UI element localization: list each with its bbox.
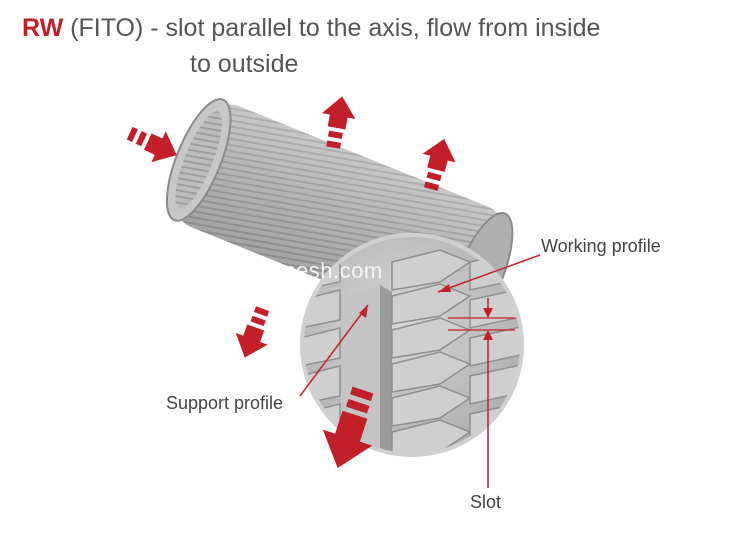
- flow-arrow-out-top-right: [422, 138, 456, 191]
- callout-working-profile: [437, 254, 541, 293]
- label-support-profile: Support profile: [166, 393, 284, 413]
- flow-arrow-out-large: [322, 386, 374, 469]
- callout-slot: [448, 298, 515, 488]
- flow-arrow-out-top-left: [321, 96, 356, 149]
- title-text: (FITO) - slot parallel to the axis, flow…: [63, 14, 601, 42]
- title-line-2: to outside: [190, 50, 299, 78]
- title-line-1: RW (FITO) - slot parallel to the axis, f…: [22, 14, 600, 43]
- label-slot: Slot: [470, 492, 502, 512]
- title-code: RW: [22, 14, 64, 42]
- callout-support-profile: [299, 304, 369, 397]
- flow-arrow-out-bottom-left: [235, 306, 270, 358]
- label-working-profile: Working profile: [541, 236, 661, 256]
- watermark: lywiremesh.com: [218, 258, 383, 283]
- flow-arrow-in: [126, 126, 177, 163]
